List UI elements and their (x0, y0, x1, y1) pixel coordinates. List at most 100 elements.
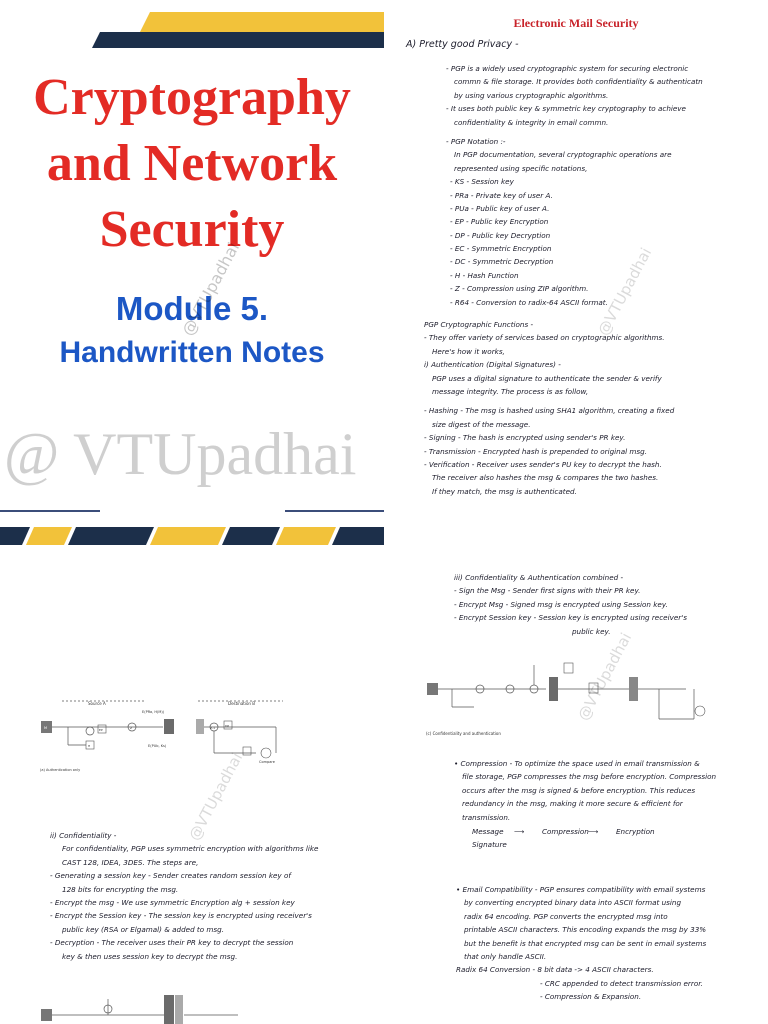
note-line: - DC - Symmetric Decryption (450, 257, 554, 267)
note-line: message integrity. The process is as fol… (432, 386, 589, 396)
diagram-label: DP (225, 724, 229, 728)
flow-encryption: Encryption (616, 827, 655, 836)
note-line: printable ASCII characters. This encodin… (464, 925, 707, 935)
note-line: - Hashing - The msg is hashed using SHA1… (424, 406, 675, 416)
cover-title-line-1: Cryptography (33, 69, 351, 126)
note-line: radix 64 encoding. PGP converts the encr… (464, 911, 668, 921)
diagram-label: Source A (88, 701, 106, 706)
note-line: file storage, PGP compresses the msg bef… (462, 772, 717, 782)
section-title-pgp: A) Pretty good Privacy - (406, 39, 519, 50)
flow-compression: Compression (542, 827, 589, 836)
note-line: - Encrypt Msg - Signed msg is encrypted … (454, 599, 668, 609)
msg-box (41, 721, 52, 733)
cover-module: Module 5. (115, 290, 269, 327)
diagram-label: E(PRa, H(M)) (142, 710, 165, 714)
note-line: - KS - Session key (450, 177, 514, 187)
note-line: public key (RSA or Elgamal) & added to m… (62, 924, 225, 934)
confidentiality-notes-block: ii) Confidentiality - For confidentialit… (50, 829, 318, 963)
cover-title-line-2: and Network (46, 135, 338, 192)
note-line: CAST 128, IDEA, 3DES. The steps are, (62, 857, 199, 867)
diagram-label: EP (99, 728, 103, 732)
note-line: public key. (572, 626, 611, 636)
pgp-functions-block: PGP Cryptographic Functions - - They off… (424, 318, 674, 498)
notes-page-pgp: Electronic Mail Security A) Pretty good … (384, 0, 768, 545)
top-yellow-stripe (140, 12, 384, 32)
cover-brand: @ VTUpadhai (4, 421, 357, 487)
note-line: - PGP is a widely used cryptographic sys… (446, 64, 689, 73)
compression-notes-block: • Compression - To optimize the space us… (454, 757, 716, 824)
note-line: - Encrypt Session key - Session key is e… (454, 613, 687, 623)
top-navy-stripe (92, 32, 384, 48)
note-line: Radix 64 Conversion - 8 bit data -> 4 AS… (456, 965, 654, 975)
note-line: transmission. (462, 812, 511, 822)
split-block (196, 719, 204, 734)
confidentiality-diagram (41, 995, 238, 1024)
cover-decoration (0, 0, 384, 545)
note-line: i) Authentication (Digital Signatures) - (424, 360, 561, 370)
note-line: - DP - Public key Decryption (450, 230, 551, 240)
note-line: 128 bits for encrypting the msg. (62, 884, 179, 894)
diagram-caption: (a) Authentication only (40, 768, 80, 772)
note-line: - H - Hash Function (450, 270, 519, 280)
flow-message: Message Signature (472, 827, 507, 850)
note-line: ii) Confidentiality - (50, 831, 117, 840)
authentication-diagram: Source A Destination B E(PRa, H(M)) E(PU… (40, 700, 283, 772)
note-line: - PGP Notation :- (446, 136, 506, 146)
compatibility-notes-block: • Email Compatibility - PGP ensures comp… (456, 883, 706, 1004)
note-line: - Encrypt the msg - We use symmetric Enc… (50, 897, 295, 907)
note-line: - Sign the Msg - Sender first signs with… (454, 586, 641, 596)
note-line: - PRa - Private key of user A. (450, 190, 553, 200)
note-line: The receiver also hashes the msg & compa… (432, 473, 659, 483)
note-line: - PUa - Public key of user A. (450, 203, 550, 213)
note-line: - Transmission - Encrypted hash is prepe… (424, 446, 648, 456)
notes-page-confidentiality: Source A Destination B E(PRa, H(M)) E(PU… (0, 545, 384, 1024)
note-line: - EC - Symmetric Encryption (450, 244, 552, 254)
diagram-label: E(PUb, Ks) (148, 744, 167, 748)
note-line: by converting encrypted binary data into… (464, 898, 682, 908)
note-line: occurs after the msg is signed & before … (462, 785, 696, 795)
note-line: In PGP documentation, several cryptograp… (454, 150, 672, 160)
note-line: - Z - Compression using ZIP algorithm. (450, 284, 589, 294)
note-line: - It uses both public key & symmetric ke… (446, 104, 686, 114)
note-line: • Compression - To optimize the space us… (454, 759, 700, 768)
flow-arrow-2: ⟶ (588, 827, 599, 836)
note-line: that only handle ASCII. (464, 951, 547, 961)
note-line: iii) Confidentiality & Authentication co… (454, 573, 624, 582)
note-line: - EP - Public key Encryption (450, 217, 549, 227)
note-line: PGP Cryptographic Functions - (424, 320, 534, 329)
note-line: For confidentiality, PGP uses symmetric … (62, 844, 319, 854)
diagram-label: Z (130, 726, 132, 730)
diagram-label: M (44, 726, 47, 730)
note-line: - Decryption - The receiver uses their P… (50, 938, 294, 948)
diagram-label: Compare (259, 760, 275, 764)
note-line: - Verification - Receiver uses sender's … (424, 459, 662, 469)
note-line: Here's how it works, (432, 346, 505, 356)
note-line: represented using specific notations, (454, 163, 588, 173)
flow-arrow-1: ⟶ (514, 827, 525, 836)
note-line: commn & file storage. It provides both c… (454, 77, 703, 87)
signature-block (164, 719, 174, 734)
note-line: - CRC appended to detect transmission er… (540, 978, 703, 988)
note-line: - Compression & Expansion. (540, 992, 642, 1002)
cover-title-line-3: Security (99, 201, 285, 258)
note-line: key & then uses session key to decrypt t… (62, 951, 238, 961)
note-line: - Generating a session key - Sender crea… (50, 871, 291, 881)
diagram-label: Z-1 (210, 726, 215, 730)
note-line: If they match, the msg is authenticated. (432, 486, 577, 496)
note-line: - Signing - The hash is encrypted using … (424, 433, 626, 443)
note-line: - R64 - Conversion to radix-64 ASCII for… (450, 297, 608, 307)
cover-subtitle: Handwritten Notes (59, 336, 325, 369)
diagram-label: Destination B (228, 701, 255, 706)
notes-page-combined: iii) Confidentiality & Authentication co… (384, 545, 768, 1024)
pgp-notes-block: - PGP is a widely used cryptographic sys… (446, 62, 703, 309)
note-line: confidentiality & integrity in email com… (454, 117, 609, 127)
combined-notes-block: iii) Confidentiality & Authentication co… (454, 571, 687, 638)
diagram-label: H (88, 744, 90, 748)
confidentiality-authentication-diagram: (c) Confidentiality and authentication (426, 662, 706, 736)
note-line: redundancy in the msg, making it more se… (462, 799, 683, 809)
note-line: • Email Compatibility - PGP ensures comp… (456, 885, 706, 894)
cover-page: Cryptography and Network Security Module… (0, 0, 384, 545)
note-line: PGP uses a digital signature to authenti… (432, 373, 662, 383)
note-line: - Encrypt the Session key - The session … (50, 911, 312, 921)
note-line: size digest of the message. (432, 419, 531, 429)
